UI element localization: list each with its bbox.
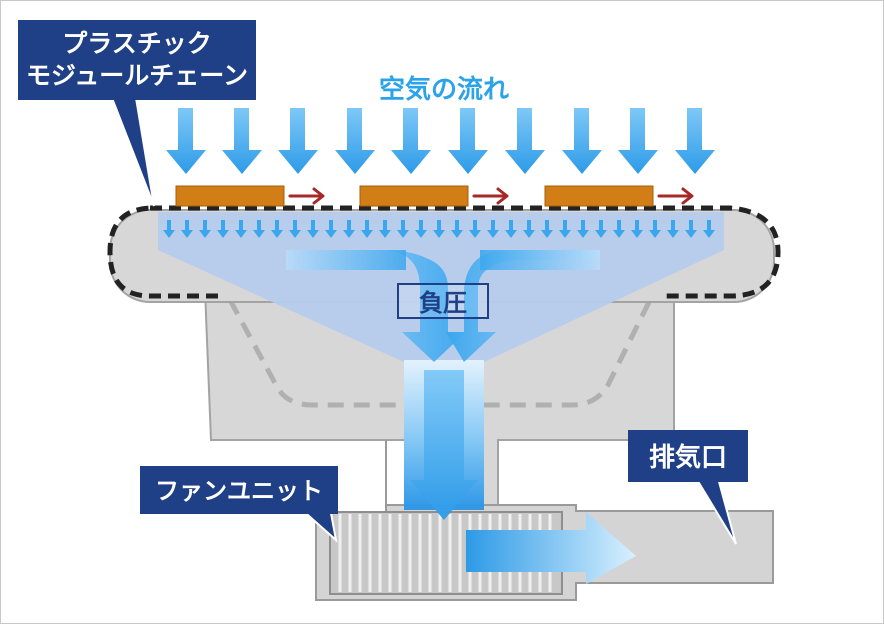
- chain-dashed-loop: [107, 205, 781, 299]
- down-arrow-icon: [487, 220, 499, 238]
- vacuum-chamber: [158, 212, 724, 505]
- right-arrow-icon: [288, 187, 325, 205]
- chain-callout-pointer: [110, 97, 155, 207]
- down-arrow-icon: [631, 220, 643, 238]
- fan-unit-callout-box: [140, 466, 338, 514]
- down-arrow-icon: [505, 108, 545, 174]
- down-arrow-icon: [199, 220, 211, 238]
- down-arrow-icon: [361, 220, 373, 238]
- down-arrow-icon: [343, 220, 355, 238]
- exhaust-flow-arrow: [466, 512, 636, 584]
- product-item: [359, 185, 469, 207]
- left-flow-band: [286, 250, 406, 270]
- negative-pressure-label: 負圧: [419, 289, 467, 317]
- stem-down-arrow: [410, 370, 478, 520]
- product-move-arrows: [288, 187, 694, 205]
- down-arrow-icon: [703, 220, 715, 238]
- product-item: [544, 185, 654, 207]
- down-arrow-icon: [307, 220, 319, 238]
- chain-callout-box: [18, 20, 256, 100]
- down-arrow-icon: [505, 220, 517, 238]
- down-arrow-icon: [271, 220, 283, 238]
- down-arrow-icon: [335, 108, 375, 174]
- down-arrow-icon: [618, 108, 658, 174]
- down-arrow-icon: [217, 220, 229, 238]
- product-item: [175, 185, 285, 207]
- down-arrow-icon: [379, 220, 391, 238]
- down-arrow-icon: [166, 108, 206, 174]
- down-arrow-icon: [562, 108, 602, 174]
- down-arrow-icon: [325, 220, 337, 238]
- negative-pressure-label-box: [397, 283, 489, 319]
- fan-unit-callout: ファンユニット: [140, 466, 338, 543]
- down-arrow-icon: [685, 220, 697, 238]
- suction-arrows-row: [163, 220, 715, 238]
- left-converging-flow-arrow: [286, 250, 466, 362]
- down-arrow-icon: [235, 220, 247, 238]
- down-arrow-icon: [649, 220, 661, 238]
- right-flow-band: [480, 250, 600, 270]
- down-arrow-icon: [222, 108, 262, 174]
- down-arrow-icon: [415, 220, 427, 238]
- down-arrow-icon: [397, 220, 409, 238]
- chain-label-line1: プラスチック: [62, 29, 212, 58]
- down-arrow-icon: [163, 220, 175, 238]
- down-arrow-icon: [613, 220, 625, 238]
- down-arrow-icon: [559, 220, 571, 238]
- right-arrow-icon: [472, 187, 509, 205]
- down-arrow-icon: [253, 220, 265, 238]
- down-arrow-icon: [667, 220, 679, 238]
- air-flow-arrows: [166, 108, 715, 174]
- down-arrow-icon: [181, 220, 193, 238]
- down-arrow-icon: [448, 108, 488, 174]
- fan-unit-label: ファンユニット: [155, 477, 323, 505]
- right-arrow-icon: [657, 187, 694, 205]
- down-arrow-icon: [469, 220, 481, 238]
- exhaust-label: 排気口: [649, 442, 727, 473]
- down-arrow-icon: [523, 220, 535, 238]
- exhaust-callout-box: [628, 430, 748, 482]
- down-arrow-icon: [541, 220, 553, 238]
- down-arrow-icon: [675, 108, 715, 174]
- down-arrow-icon: [278, 108, 318, 174]
- down-arrow-icon: [451, 220, 463, 238]
- exhaust-callout: 排気口: [628, 430, 748, 545]
- down-arrow-icon: [391, 108, 431, 174]
- down-arrow-icon: [433, 220, 445, 238]
- down-arrow-icon: [577, 220, 589, 238]
- chain-label-line2: モジュールチェーン: [26, 61, 248, 90]
- right-converging-flow-arrow: [446, 250, 600, 362]
- chain-callout: プラスチック モジュールチェーン: [18, 20, 256, 207]
- down-arrow-icon: [289, 220, 301, 238]
- down-arrow-icon: [595, 220, 607, 238]
- airflow-label: 空気の流れ: [379, 74, 509, 105]
